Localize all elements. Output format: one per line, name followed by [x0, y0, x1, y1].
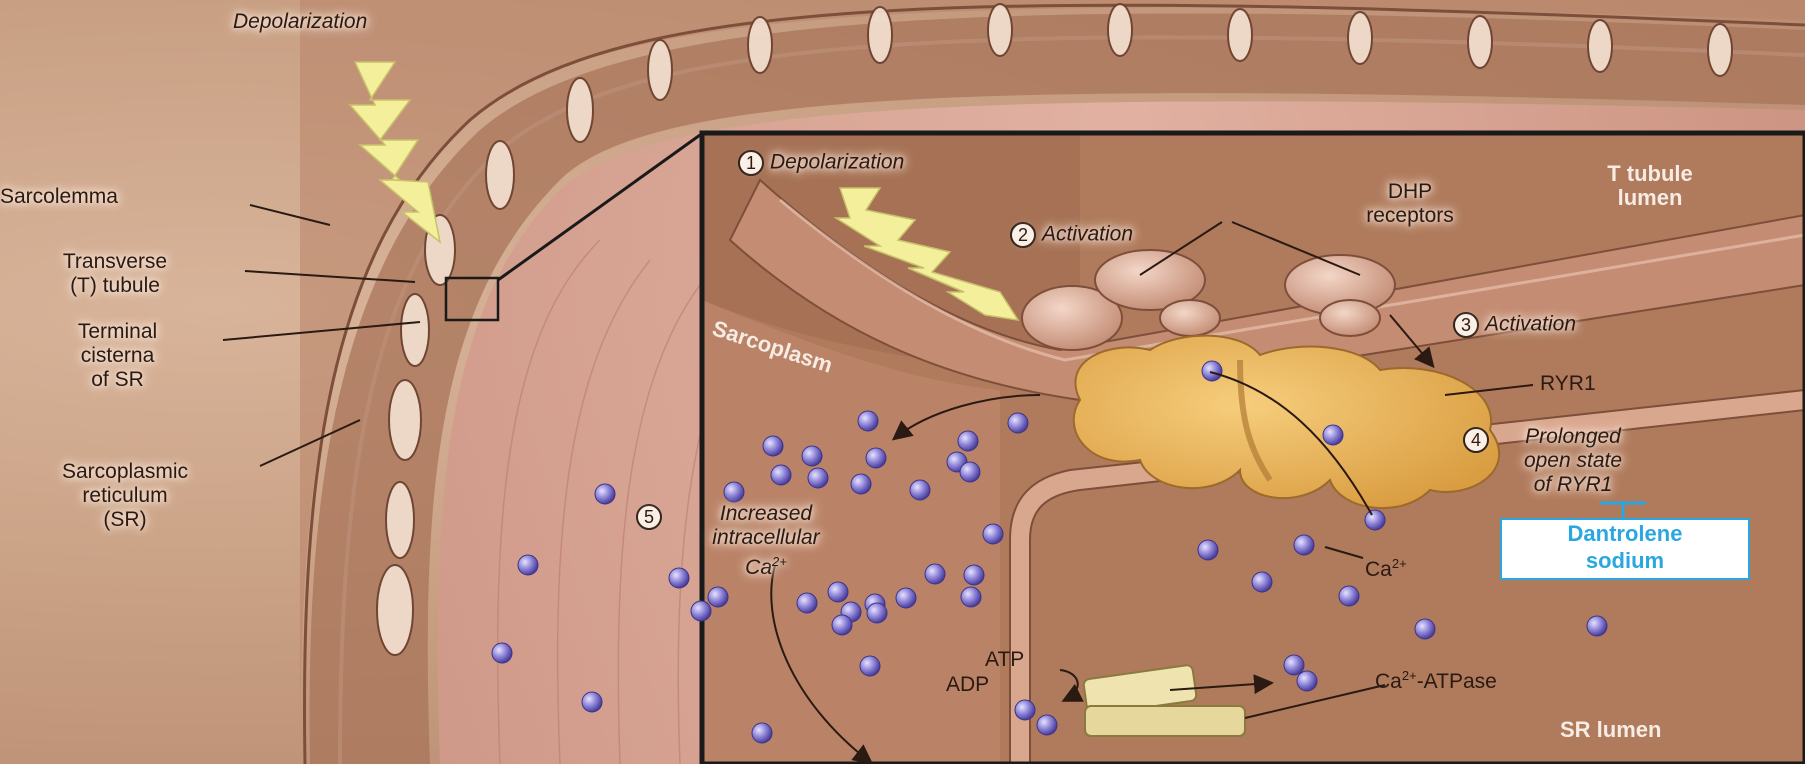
- label-ca-base: Ca: [1365, 558, 1392, 581]
- step-1-text: Depolarization: [770, 151, 904, 174]
- step-5: 5 Increased intracellular Ca2+: [636, 502, 866, 580]
- label-ca-atpase: Ca2+-ATPase: [1375, 664, 1497, 694]
- label-atpase-tail: -ATPase: [1417, 670, 1497, 693]
- step-1: 1 Depolarization: [738, 150, 904, 176]
- step-2-number: 2: [1010, 222, 1036, 248]
- label-adp: ADP: [946, 673, 989, 697]
- step-4-line2: open state: [1493, 449, 1653, 473]
- label-sr-line3: (SR): [0, 508, 250, 532]
- label-ca-sup: 2+: [1392, 556, 1407, 571]
- label-terminal-line3: of SR: [10, 368, 225, 392]
- label-atp: ATP: [985, 648, 1024, 672]
- label-t-tubule-lumen-line2: lumen: [1550, 186, 1750, 210]
- label-terminal-line2: cisterna: [10, 344, 225, 368]
- label-terminal-line1: Terminal: [10, 320, 225, 344]
- label-t-tubule-line2: (T) tubule: [0, 274, 230, 298]
- step-5-line2: intracellular: [666, 526, 866, 550]
- dantrolene-line1: Dantrolene: [1502, 520, 1748, 547]
- label-terminal-cisterna: Terminal cisterna of SR: [10, 320, 225, 392]
- label-dhp-receptors: DHP receptors: [1310, 180, 1510, 228]
- step-5-line3: Ca: [745, 556, 772, 579]
- label-atpase-base: Ca: [1375, 670, 1402, 693]
- step-3-number: 3: [1453, 312, 1479, 338]
- label-sarcoplasmic-reticulum: Sarcoplasmic reticulum (SR): [0, 460, 250, 532]
- label-sr-line2: reticulum: [0, 484, 250, 508]
- dantrolene-box: Dantrolene sodium: [1500, 518, 1750, 580]
- label-ca: Ca2+: [1365, 552, 1407, 582]
- step-4-line3: of RYR1: [1493, 473, 1653, 497]
- step-4: 4 Prolonged open state of RYR1: [1463, 425, 1653, 497]
- label-t-tubule-lumen-line1: T tubule: [1550, 162, 1750, 186]
- label-atpase-sup: 2+: [1402, 668, 1417, 683]
- step-5-sup: 2+: [772, 554, 787, 569]
- label-t-tubule-lumen: T tubule lumen: [1550, 162, 1750, 210]
- label-dhp-line2: receptors: [1310, 204, 1510, 228]
- step-4-line1: Prolonged: [1493, 425, 1653, 449]
- dantrolene-line2: sodium: [1502, 547, 1748, 574]
- label-t-tubule-line1: Transverse: [0, 250, 230, 274]
- label-sr-lumen: SR lumen: [1560, 718, 1661, 742]
- step-4-number: 4: [1463, 427, 1489, 453]
- label-dhp-line1: DHP: [1310, 180, 1510, 204]
- step-3: 3 Activation: [1453, 312, 1576, 338]
- label-sarcolemma: Sarcolemma: [0, 185, 118, 209]
- step-1-number: 1: [738, 150, 764, 176]
- label-t-tubule: Transverse (T) tubule: [0, 250, 230, 298]
- step-3-text: Activation: [1485, 313, 1576, 336]
- step-2-text: Activation: [1042, 223, 1133, 246]
- label-ryr1: RYR1: [1540, 372, 1596, 396]
- label-sr-line1: Sarcoplasmic: [0, 460, 250, 484]
- label-top-depolarization: Depolarization: [233, 10, 367, 34]
- step-5-line1: Increased: [666, 502, 866, 526]
- step-5-number: 5: [636, 504, 662, 530]
- step-2: 2 Activation: [1010, 222, 1133, 248]
